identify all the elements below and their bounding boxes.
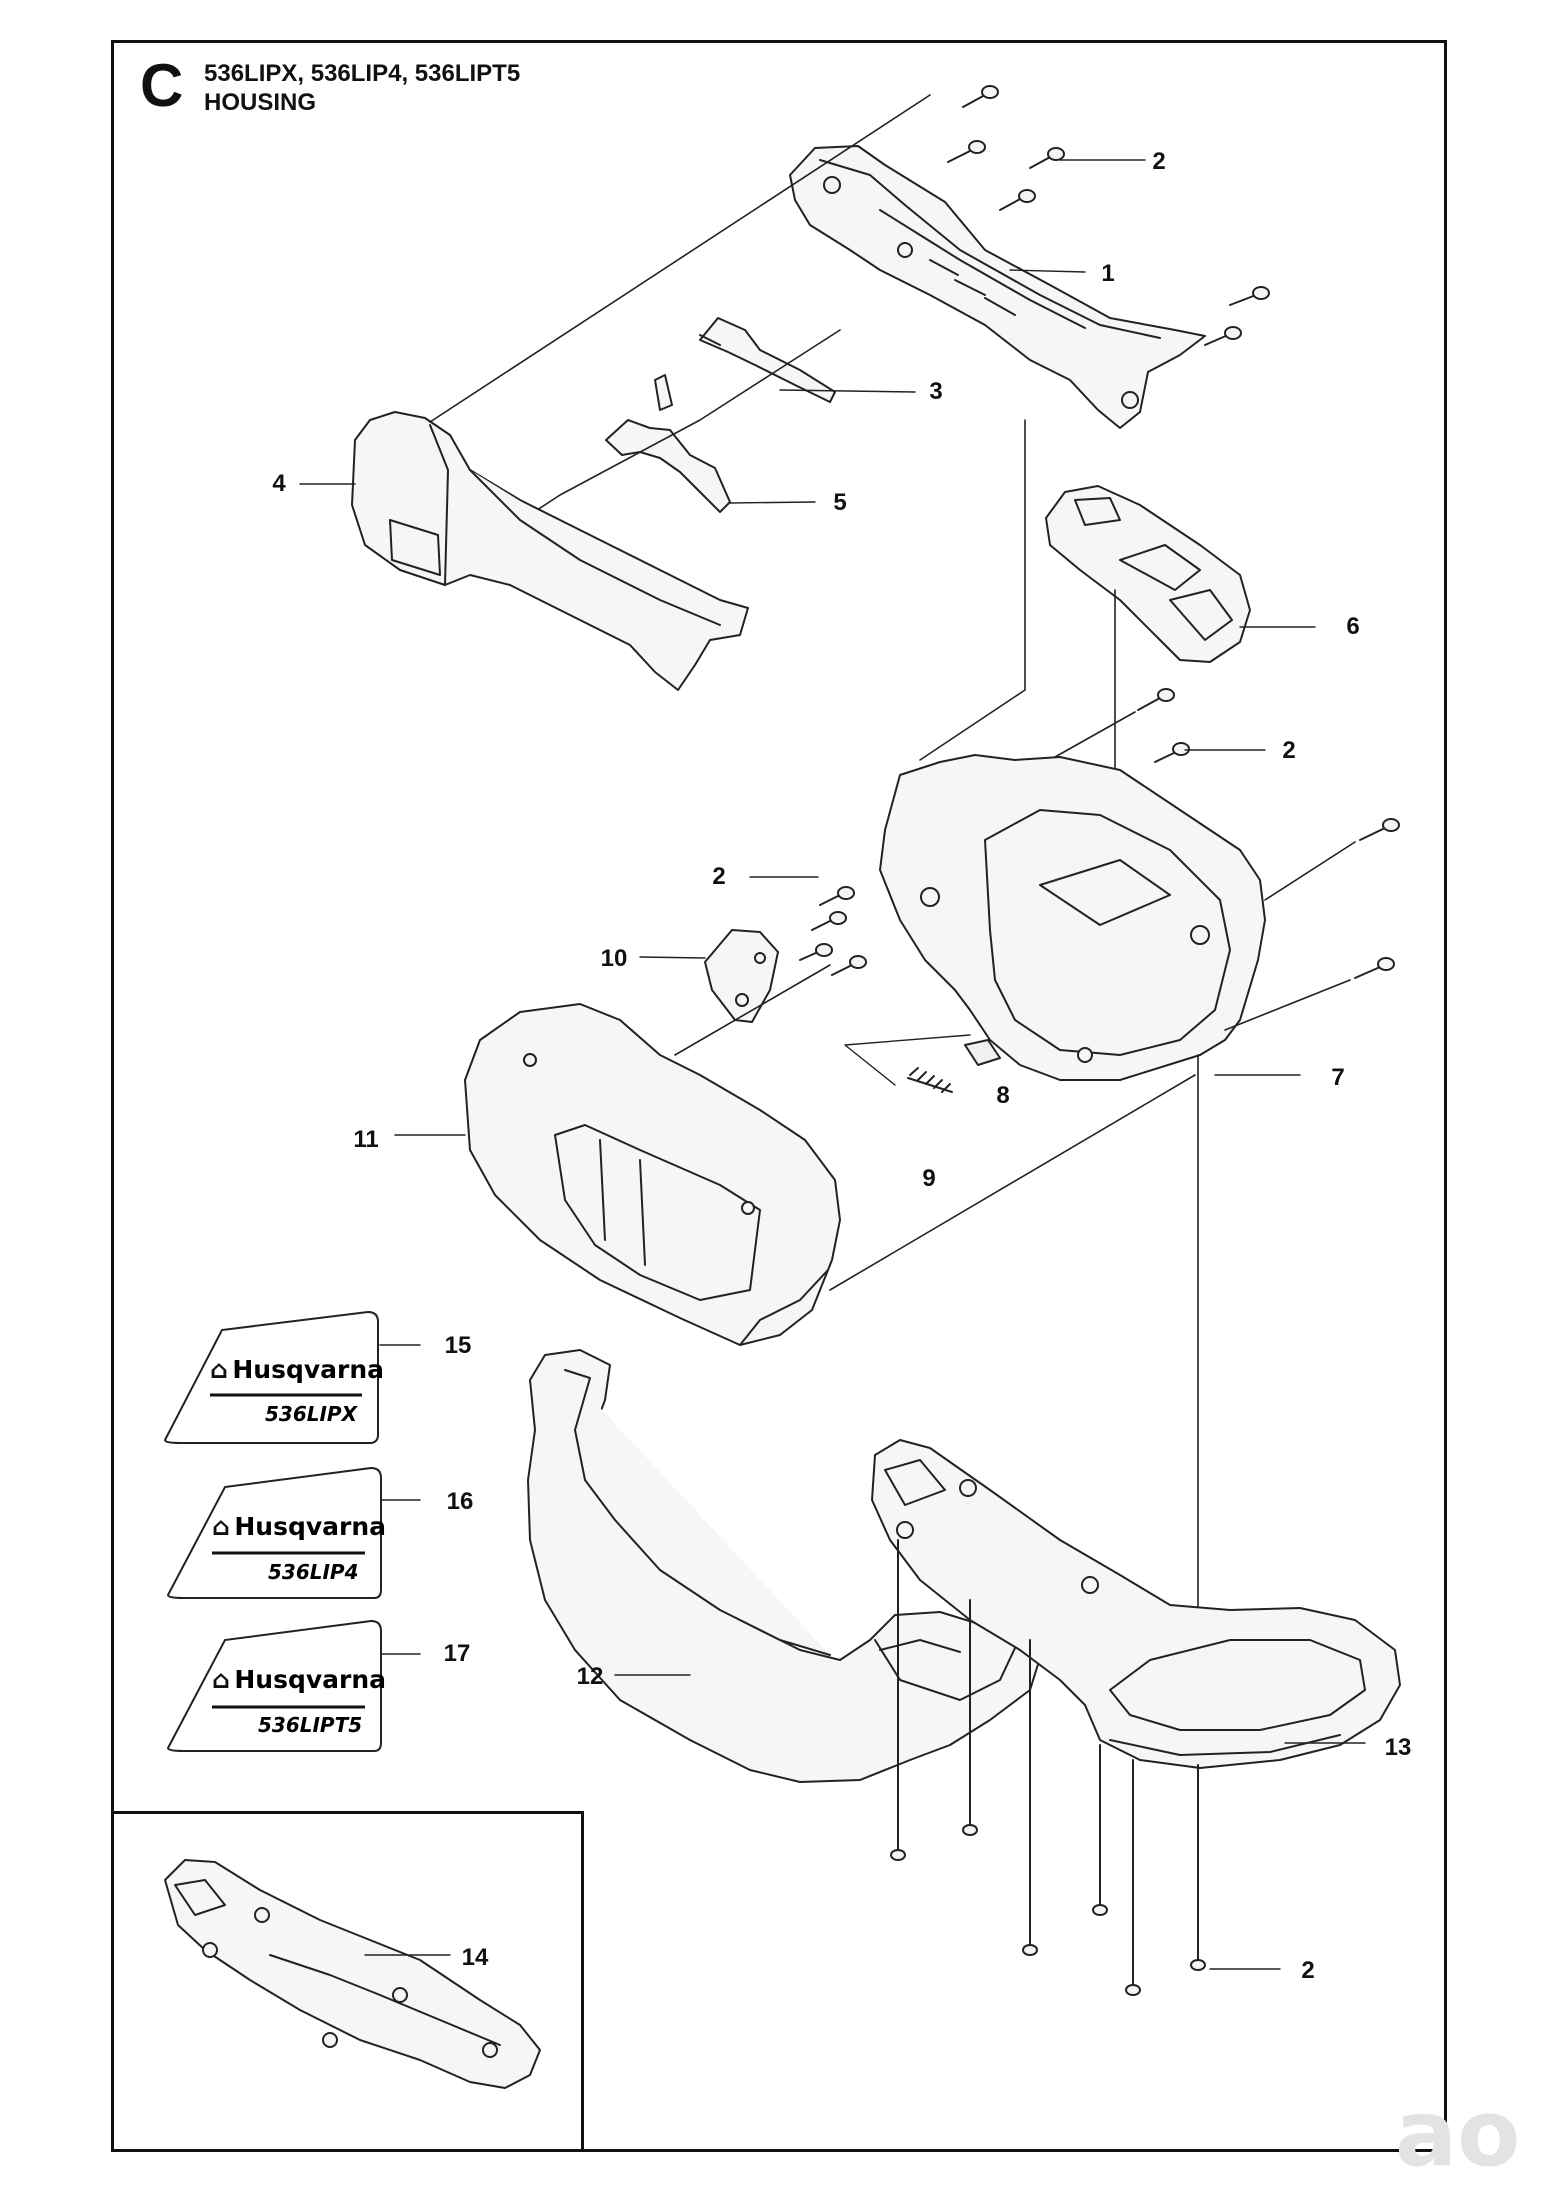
part-7-battery-housing: [879, 754, 1266, 1081]
decal-16-brand: ⌂ Husqvarna: [212, 1512, 386, 1541]
part-1-handle-housing-right: [789, 145, 1206, 429]
callout-15: 15: [444, 1332, 472, 1359]
inset-frame-part-14: [111, 1811, 584, 2152]
decal-17-brand: ⌂ Husqvarna: [212, 1665, 386, 1694]
callout-10: 10: [600, 945, 628, 972]
callout-3: 3: [929, 378, 943, 405]
callout-17: 17: [443, 1640, 471, 1667]
decal-17-model: 536LIPT5: [258, 1713, 363, 1737]
screws-part-2-top: [947, 85, 1270, 346]
decal-16: [166, 1466, 382, 1599]
leader-lines: [299, 159, 1366, 1970]
callout-7: 7: [1331, 1064, 1345, 1091]
decal-15-brand-text: Husqvarna: [232, 1355, 385, 1384]
part-10-latch-bracket: [704, 929, 779, 1023]
part-13-bottom-handle: [871, 1439, 1401, 1769]
watermark-logo: ao: [1395, 2080, 1521, 2187]
callout-5: 5: [833, 489, 847, 516]
callout-14: 14: [461, 1944, 489, 1971]
callout-9: 9: [922, 1165, 936, 1192]
callout-2: 2: [712, 863, 726, 890]
diagram-frame: [111, 40, 1447, 2152]
part-9-spring: [907, 1067, 953, 1093]
model-list: 536LIPX, 536LIP4, 536LIPT5: [204, 60, 521, 87]
callout-4: 4: [272, 470, 286, 497]
decal-15-model: 536LIPX: [265, 1402, 358, 1426]
part-5-throttle-trigger: [605, 374, 731, 513]
callout-2: 2: [1282, 737, 1296, 764]
decal-17: [166, 1619, 382, 1752]
decal-16-model: 536LIP4: [268, 1560, 359, 1584]
callout-12: 12: [576, 1663, 604, 1690]
husqvarna-logo-icon: ⌂: [210, 1355, 228, 1384]
callout-11: 11: [353, 1126, 379, 1153]
callout-16: 16: [446, 1488, 474, 1515]
part-4-handle-housing-left: [351, 411, 749, 691]
part-11-lower-housing: [464, 1003, 841, 1346]
part-3-lockout-lever: [699, 317, 836, 403]
decal-15-brand: ⌂ Husqvarna: [210, 1355, 384, 1384]
part-8-spring-seat: [964, 1039, 1001, 1066]
callout-1: 1: [1101, 260, 1115, 287]
section-title: HOUSING: [204, 89, 317, 116]
callout-2: 2: [1301, 1957, 1315, 1984]
decal-15: [163, 1310, 379, 1444]
screws-part-2-middle: [799, 688, 1400, 979]
callout-13: 13: [1384, 1734, 1412, 1761]
part-14-bottom-plate: [164, 1859, 541, 2089]
part-6-top-cover: [1045, 485, 1251, 663]
callout-6: 6: [1346, 613, 1360, 640]
screws-part-2-bottom: [890, 1539, 1206, 1996]
callout-8: 8: [996, 1082, 1010, 1109]
section-letter: C: [140, 52, 184, 119]
callout-2: 2: [1152, 148, 1166, 175]
decal-17-brand-text: Husqvarna: [234, 1665, 387, 1694]
husqvarna-logo-icon: ⌂: [212, 1665, 230, 1694]
decal-16-brand-text: Husqvarna: [234, 1512, 387, 1541]
husqvarna-logo-icon: ⌂: [212, 1512, 230, 1541]
